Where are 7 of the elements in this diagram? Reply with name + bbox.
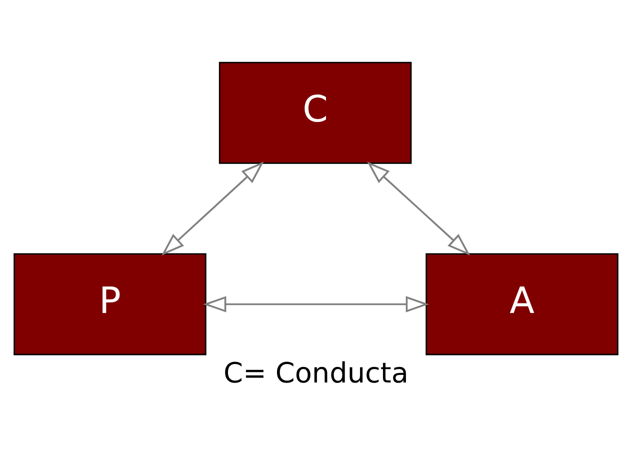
node-box: A bbox=[426, 253, 618, 356]
node-box: C bbox=[218, 62, 412, 164]
arrow bbox=[161, 161, 264, 256]
arrow bbox=[367, 161, 470, 256]
node-box: P bbox=[14, 253, 206, 356]
caption: C= Conducta bbox=[224, 356, 408, 390]
arrow bbox=[203, 296, 430, 312]
